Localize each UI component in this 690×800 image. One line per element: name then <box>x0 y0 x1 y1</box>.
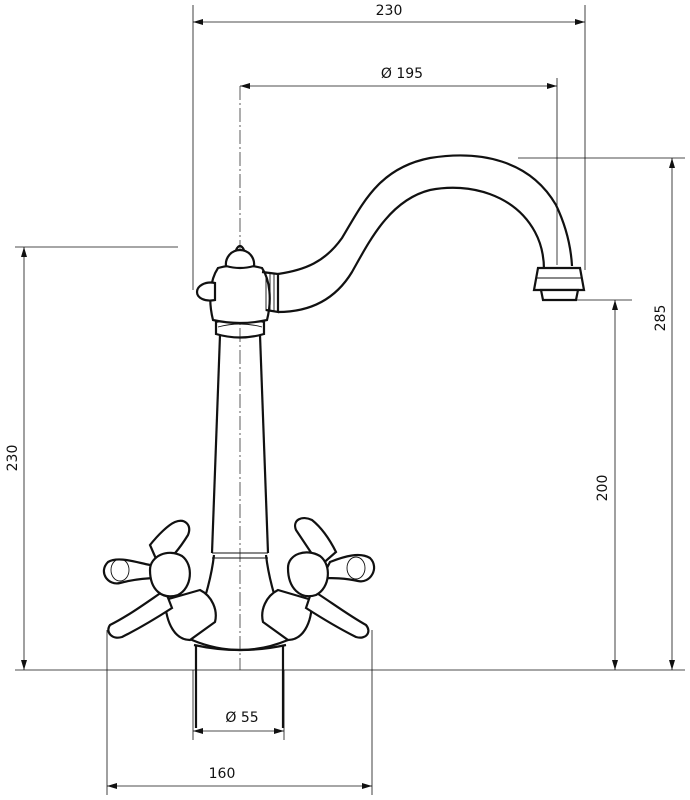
faucet-spout <box>261 154 586 314</box>
dimension-handle-span: 160 <box>106 630 373 795</box>
dimension-base-diameter: Ø 55 <box>192 670 285 740</box>
faucet-head <box>195 244 271 325</box>
dimension-overall-height: 285 <box>518 157 685 670</box>
dimension-overall-width-label: 230 <box>376 3 403 19</box>
dimension-overall-width: 230 <box>192 3 586 290</box>
dimension-lines: 230 Ø 195 285 200 230 <box>5 3 685 795</box>
dimension-handle-height-label: 230 <box>5 445 21 472</box>
dimension-overall-height-label: 285 <box>653 305 669 332</box>
dimension-base-diameter-label: Ø 55 <box>225 710 258 726</box>
dimension-spout-height-label: 200 <box>595 475 611 502</box>
dimension-handle-span-label: 160 <box>209 766 236 782</box>
dimension-spout-height: 200 <box>570 299 632 670</box>
faucet-outline <box>102 154 586 728</box>
dimension-handle-height: 230 <box>5 246 178 670</box>
dimension-spout-reach-label: Ø 195 <box>381 66 423 82</box>
left-cross-handle <box>102 519 217 642</box>
right-cross-handle <box>261 516 376 642</box>
dimension-spout-reach: Ø 195 <box>240 66 558 265</box>
